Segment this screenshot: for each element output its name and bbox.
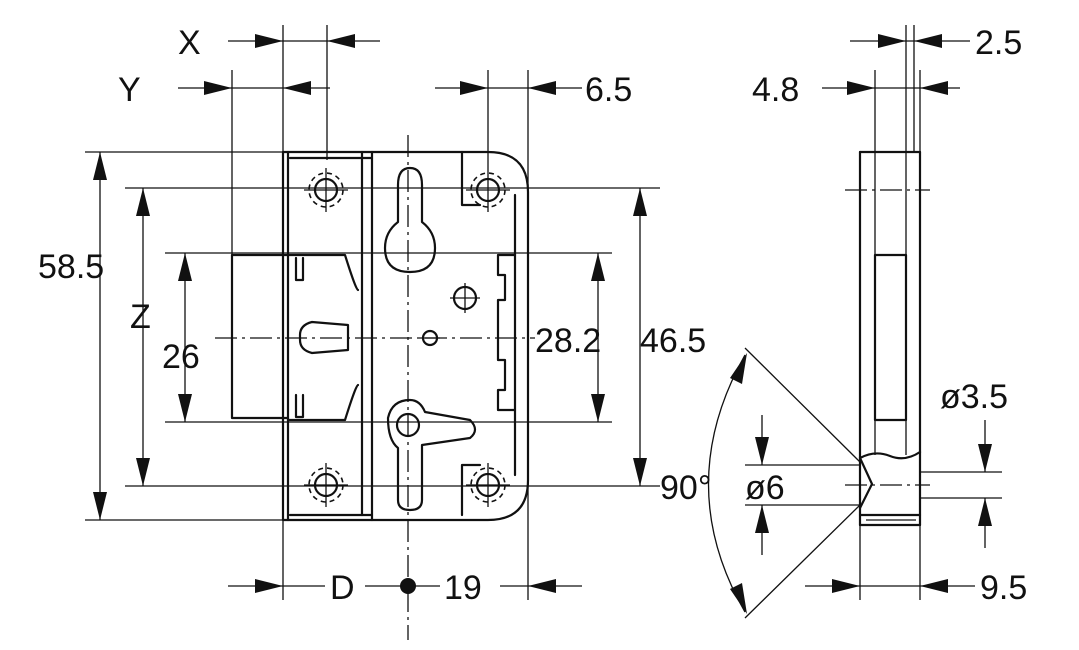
label-2-5: 2.5: [975, 24, 1022, 62]
dim-9-5: 9.5: [805, 569, 1027, 607]
extension-lines: [85, 25, 660, 600]
label-26: 26: [162, 338, 200, 376]
dim-58-5: 58.5: [38, 152, 107, 520]
label-58-5: 58.5: [38, 248, 104, 286]
dim-28-2: 28.2: [535, 253, 605, 422]
dim-90-degrees: 90°: [660, 347, 861, 619]
dim-d-19: D 19: [228, 569, 582, 607]
label-19: 19: [444, 569, 482, 607]
dim-phi6: ø6: [745, 415, 785, 555]
label-z: Z: [130, 298, 151, 336]
dim-2-5: 2.5: [850, 24, 1022, 62]
label-6-5: 6.5: [585, 71, 632, 109]
center-lines: [215, 135, 535, 640]
label-d: D: [330, 569, 355, 607]
label-phi6: ø6: [745, 469, 785, 507]
dim-46-5: 46.5: [633, 188, 706, 486]
front-view: [230, 150, 530, 522]
label-90-degrees: 90°: [660, 469, 711, 507]
label-phi3-5: ø3.5: [940, 378, 1008, 416]
side-extension-lines: [745, 25, 1002, 600]
label-9-5: 9.5: [980, 569, 1027, 607]
keyhole-bottom: [386, 398, 477, 512]
dim-26: 26: [162, 253, 200, 422]
keyhole-top: [383, 166, 437, 274]
dim-x: X: [178, 24, 380, 62]
side-view: [845, 150, 930, 527]
lock-body-outline: [281, 150, 530, 522]
central-plate: [360, 150, 374, 517]
dim-z: Z: [130, 188, 151, 486]
latch-tongue: [298, 320, 350, 355]
label-4-8: 4.8: [752, 71, 799, 109]
dim-6-5: 6.5: [435, 71, 632, 109]
label-y: Y: [118, 71, 141, 109]
dim-4-8: 4.8: [752, 71, 960, 109]
label-x: X: [178, 24, 201, 62]
dim-phi3-5: ø3.5: [940, 378, 1008, 548]
dim-y: Y: [118, 71, 330, 109]
label-28-2: 28.2: [535, 322, 601, 360]
label-46-5: 46.5: [640, 322, 706, 360]
